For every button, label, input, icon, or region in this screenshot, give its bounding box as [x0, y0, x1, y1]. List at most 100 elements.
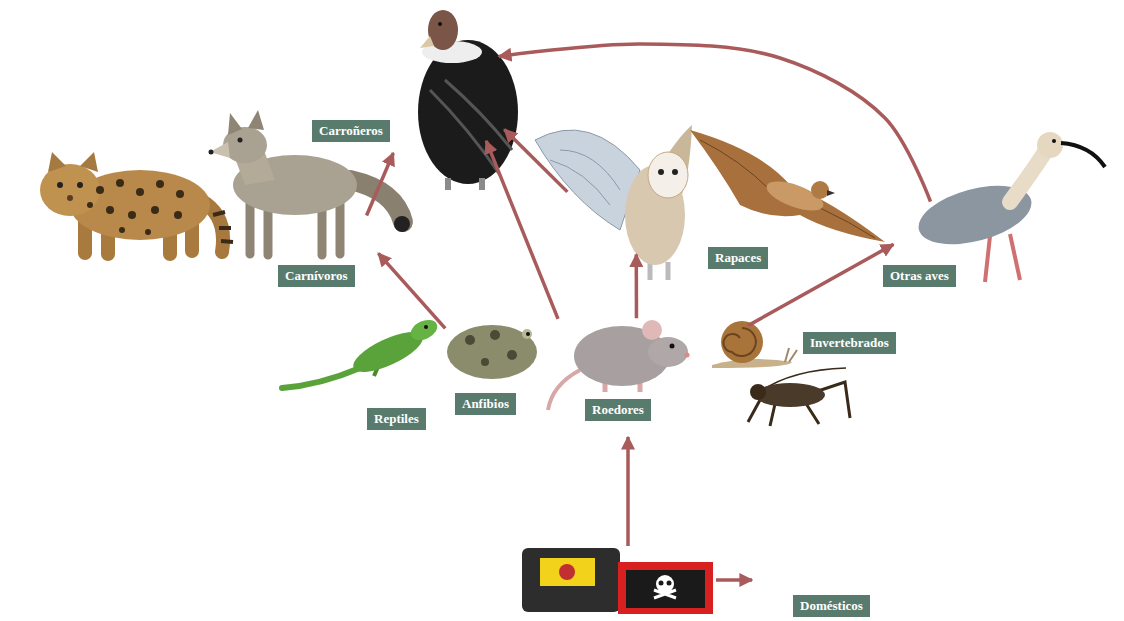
condor-figure-part — [418, 40, 518, 184]
label-anchor: Roedores — [585, 399, 651, 421]
poison-arrows-part — [716, 578, 752, 582]
wild-cat-figure-part — [145, 229, 151, 235]
wild-cat-figure-part — [87, 179, 184, 235]
hawk-figure — [690, 130, 885, 242]
city-sketch-part — [60, 470, 90, 600]
wild-cat-figure-part — [48, 152, 98, 172]
frog-figure-part — [490, 330, 500, 340]
hawk-figure-part — [690, 130, 885, 242]
rodenticide-figure-part — [659, 581, 664, 586]
wild-cat-figure-part — [156, 180, 164, 188]
fox-figure-part — [350, 180, 403, 222]
ibis-figure — [912, 132, 1105, 282]
food-arrow — [378, 253, 445, 328]
barn-owl-figure-part — [672, 169, 678, 175]
poison-arrows — [628, 437, 752, 580]
rat-figure-part — [670, 344, 675, 349]
frog-figure-part — [465, 335, 475, 345]
wild-cat-figure-part — [106, 206, 114, 214]
rodenticide-figure-part — [540, 558, 595, 586]
railway-sketch-part — [200, 548, 480, 621]
rodenticide-figure-part — [626, 570, 705, 608]
cricket-figure-part — [748, 382, 850, 426]
group-label: Invertebrados — [803, 332, 896, 354]
city-sketch-part — [300, 505, 470, 560]
bird-group: Otras aves — [893, 190, 1103, 290]
wild-cat-figure-part — [176, 190, 184, 198]
cricket-figure-part — [755, 383, 825, 407]
farm-sketch-part — [842, 535, 918, 575]
wild-cat-figure-part — [151, 206, 159, 214]
group-label: Roedores — [585, 399, 651, 421]
label-anchor: Reptiles — [367, 408, 426, 430]
scavenger-group: Carroñeros — [317, 35, 523, 155]
farm-sketch-part — [766, 540, 798, 581]
group-label: Carroñeros — [312, 120, 390, 142]
city-sketch-part — [225, 478, 300, 600]
wild-cat-figure-part — [116, 179, 124, 187]
wild-cat-figure-part — [136, 188, 144, 196]
rodenticide-figure-part — [654, 590, 676, 598]
label-anchor: Carnívoros — [278, 265, 355, 287]
rat-figure-part — [648, 337, 688, 367]
mountain-sketch-part — [760, 527, 1124, 560]
lizard-figure-part — [424, 325, 428, 329]
wild-cat-figure-part — [40, 164, 100, 216]
rodenticide-figure-part — [522, 548, 620, 612]
group-label: Domésticos — [793, 595, 870, 617]
label-anchor: Otras aves — [883, 265, 956, 287]
condor-figure — [418, 10, 518, 190]
city-sketch-part — [8, 440, 58, 600]
lizard-figure — [282, 316, 440, 388]
rodenticide-figure-part — [559, 564, 575, 580]
fox-figure-part — [238, 138, 243, 143]
railway-sketch-part — [300, 430, 610, 560]
farm-sketch-part — [955, 475, 1015, 515]
label-anchor: Invertebrados — [803, 332, 896, 354]
food-arrow — [748, 244, 893, 325]
barn-owl-figure-part — [658, 169, 664, 175]
ibis-figure-part — [1061, 143, 1105, 167]
frog-figure-part — [522, 329, 532, 339]
farm-sketch-part — [880, 472, 930, 520]
prey-group: ReptilesAnfibiosRoedoresInvertebrados — [325, 318, 889, 432]
wild-cat-figure-part — [128, 211, 136, 219]
lizard-figure-part — [282, 368, 360, 388]
food-arrow — [504, 129, 567, 191]
snail-figure-part — [785, 348, 797, 362]
hawk-figure-part — [827, 190, 835, 196]
wild-cat-figure-part — [174, 211, 182, 219]
mountain-sketch-part — [430, 370, 1124, 470]
city-sketch-part — [88, 443, 225, 600]
condor-figure-part — [448, 178, 482, 190]
lizard-figure-part — [408, 316, 441, 344]
frog-figure-part — [507, 350, 517, 360]
group-label: Rapaces — [708, 247, 768, 269]
wild-cat-figure-part — [57, 182, 63, 188]
food-arrow — [635, 254, 639, 318]
farm-sketch-part — [1030, 555, 1060, 608]
farm-sketch-part — [980, 584, 990, 594]
hawk-figure-part — [811, 181, 829, 199]
railway-sketch-part — [230, 570, 452, 610]
poison-arrows-part — [626, 437, 630, 546]
wild-cat-figure-part — [213, 212, 233, 242]
label-anchor: Carroñeros — [312, 120, 390, 142]
condor-figure-part — [438, 22, 442, 26]
hawk-figure-part — [700, 140, 875, 238]
label-anchor: Anfibios — [455, 393, 516, 415]
farm-sketch-part — [975, 575, 985, 585]
ibis-figure-part — [1037, 132, 1063, 158]
fox-figure-part — [209, 150, 214, 155]
wild-cat-figure-part — [67, 195, 73, 201]
frog-figure-part — [526, 332, 530, 336]
railway-sketch-part — [480, 525, 525, 560]
ibis-figure-part — [1010, 152, 1045, 202]
domestic-box: Domésticos — [793, 595, 870, 617]
barn-owl-figure — [535, 125, 692, 280]
group-label: Otras aves — [883, 265, 956, 287]
barn-owl-figure-part — [648, 152, 688, 198]
snail-figure — [712, 321, 797, 368]
rodenticide-figure-part — [667, 581, 672, 586]
